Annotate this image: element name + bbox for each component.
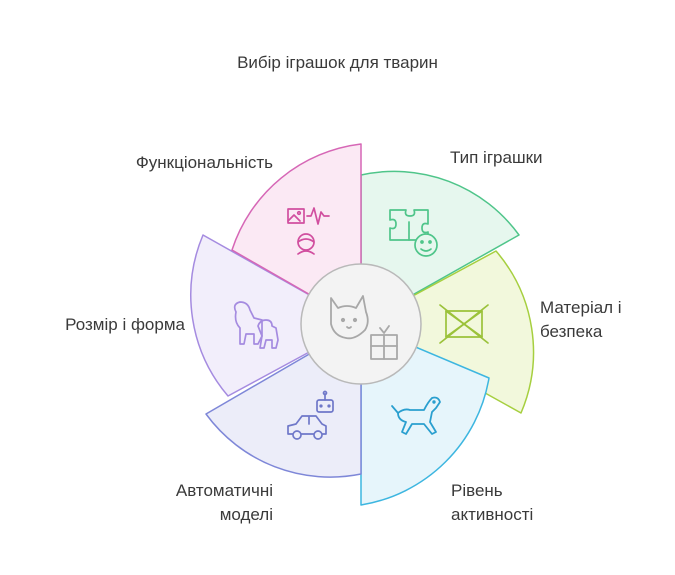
sound-wave-icon bbox=[306, 207, 330, 225]
crossed-out-box-icon bbox=[439, 304, 489, 344]
label-line: Тип іграшки bbox=[450, 148, 543, 167]
ball-icon bbox=[297, 233, 315, 255]
label-line: Автоматичні bbox=[175, 481, 273, 500]
segment-material-safety bbox=[360, 250, 535, 414]
label-line: Розмір і форма bbox=[65, 315, 185, 334]
diagram-title: Вибір іграшок для тварин bbox=[237, 53, 438, 72]
center-circle bbox=[300, 263, 422, 385]
big-small-dogs-icon bbox=[233, 301, 279, 349]
label-activity-level: Рівень активності bbox=[451, 479, 533, 527]
cat-face-icon bbox=[330, 295, 369, 340]
running-dog-icon bbox=[391, 396, 441, 435]
label-line: безпека bbox=[540, 322, 603, 341]
label-functionality: Функціональність bbox=[136, 151, 273, 175]
toy-car-icon bbox=[287, 415, 327, 440]
robot-icon bbox=[316, 390, 334, 413]
segment-size-shape bbox=[190, 234, 362, 397]
picture-icon bbox=[287, 208, 305, 224]
label-toy-type: Тип іграшки bbox=[450, 146, 543, 170]
label-material-safety: Матеріал і безпека bbox=[540, 296, 622, 344]
label-line: Рівень bbox=[451, 481, 503, 500]
smiley-face-icon bbox=[414, 233, 438, 257]
puzzle-icon bbox=[389, 209, 429, 241]
label-line: Матеріал і bbox=[540, 298, 622, 317]
label-automatic-models: Автоматичні моделі bbox=[176, 479, 273, 527]
label-line: активності bbox=[451, 505, 534, 524]
gift-box-icon bbox=[370, 325, 398, 360]
label-size-shape: Розмір і форма bbox=[65, 313, 185, 337]
label-line: моделі bbox=[219, 505, 273, 524]
label-line: Функціональність bbox=[135, 153, 273, 172]
